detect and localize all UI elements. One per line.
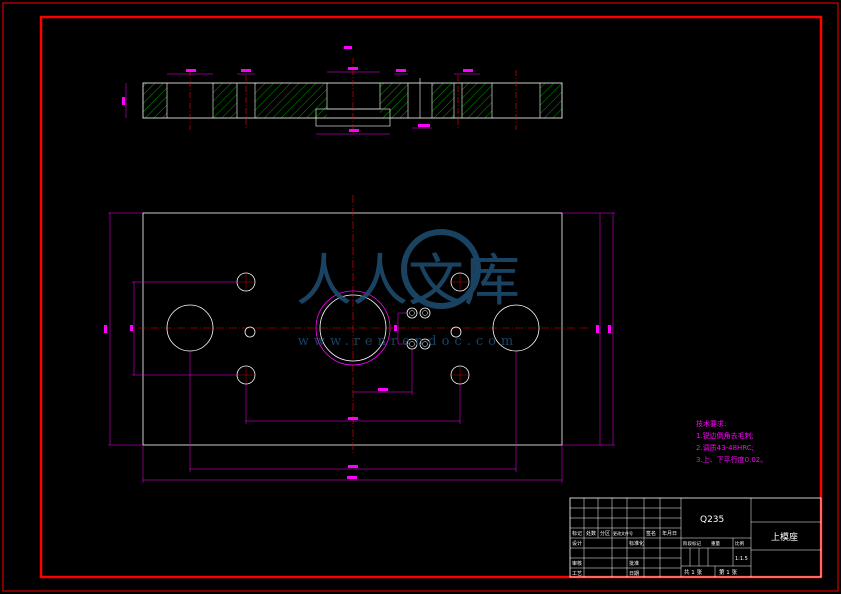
central-bore bbox=[315, 290, 391, 366]
header-cell: 年月日 bbox=[662, 530, 677, 537]
hatch-block bbox=[380, 83, 408, 118]
plan-view bbox=[104, 195, 615, 483]
header-cell: 标记 bbox=[572, 530, 582, 537]
note-line: 3.上、下平行度0.02。 bbox=[696, 455, 767, 464]
stage-label: 阶段标记 bbox=[683, 540, 701, 547]
row-label: 设计 bbox=[572, 540, 582, 547]
sheet-total: 共 1 张 bbox=[684, 568, 702, 576]
watermark: 人人文库 www.renrendoc.com bbox=[296, 229, 520, 349]
plate-outline bbox=[142, 212, 563, 446]
header-cell: 分区 bbox=[600, 530, 610, 537]
watermark-text: 人人文库 bbox=[296, 249, 520, 314]
watermark-url: www.renrendoc.com bbox=[298, 334, 519, 349]
mid-label: 批准 bbox=[629, 560, 639, 567]
small-hole bbox=[419, 307, 431, 319]
hatch-block bbox=[432, 83, 454, 118]
mid-label: 标准化 bbox=[629, 540, 644, 547]
stage-label: 重量 bbox=[711, 540, 720, 547]
note-line: 2.调质43-48HRC; bbox=[696, 443, 754, 452]
row-label: 审核 bbox=[572, 560, 582, 567]
material-label: Q235 bbox=[700, 515, 724, 525]
section-view bbox=[122, 46, 563, 135]
section-outline bbox=[142, 82, 563, 119]
hatch-block bbox=[255, 83, 327, 118]
note-line: 1.锐边倒角去毛刺; bbox=[696, 431, 754, 440]
technical-notes: 技术要求: 1.锐边倒角去毛刺; 2.调质43-48HRC; 3.上、下平行度0… bbox=[696, 419, 767, 464]
notes-title: 技术要求: bbox=[696, 419, 726, 428]
header-cell: 处数 bbox=[586, 530, 596, 537]
small-hole bbox=[406, 307, 418, 319]
hatch-block bbox=[462, 83, 492, 118]
bolt-hole bbox=[450, 272, 470, 292]
scale-value: 1:1.5 bbox=[735, 556, 748, 562]
title-block: 标记 处数 分区 更改文件号 签名 年月日 设计 审核 工艺 标准化 批准 日期… bbox=[569, 497, 822, 578]
part-name: 上模座 bbox=[771, 531, 798, 543]
hatch-block bbox=[213, 83, 237, 118]
header-cell: 签名 bbox=[646, 530, 656, 537]
hatch-block bbox=[540, 83, 562, 118]
row-label: 工艺 bbox=[572, 571, 582, 577]
stage-label: 比例 bbox=[735, 540, 744, 547]
mid-label: 日期 bbox=[629, 571, 639, 577]
header-cell: 更改文件号 bbox=[613, 530, 633, 536]
small-hole bbox=[419, 338, 431, 350]
inner-frame bbox=[39, 15, 823, 579]
pin-hole bbox=[450, 326, 462, 338]
pin-hole bbox=[244, 326, 256, 338]
hatch-block bbox=[143, 83, 167, 118]
sheet-number: 第 1 张 bbox=[719, 568, 737, 576]
central-bore-inner bbox=[319, 294, 387, 362]
